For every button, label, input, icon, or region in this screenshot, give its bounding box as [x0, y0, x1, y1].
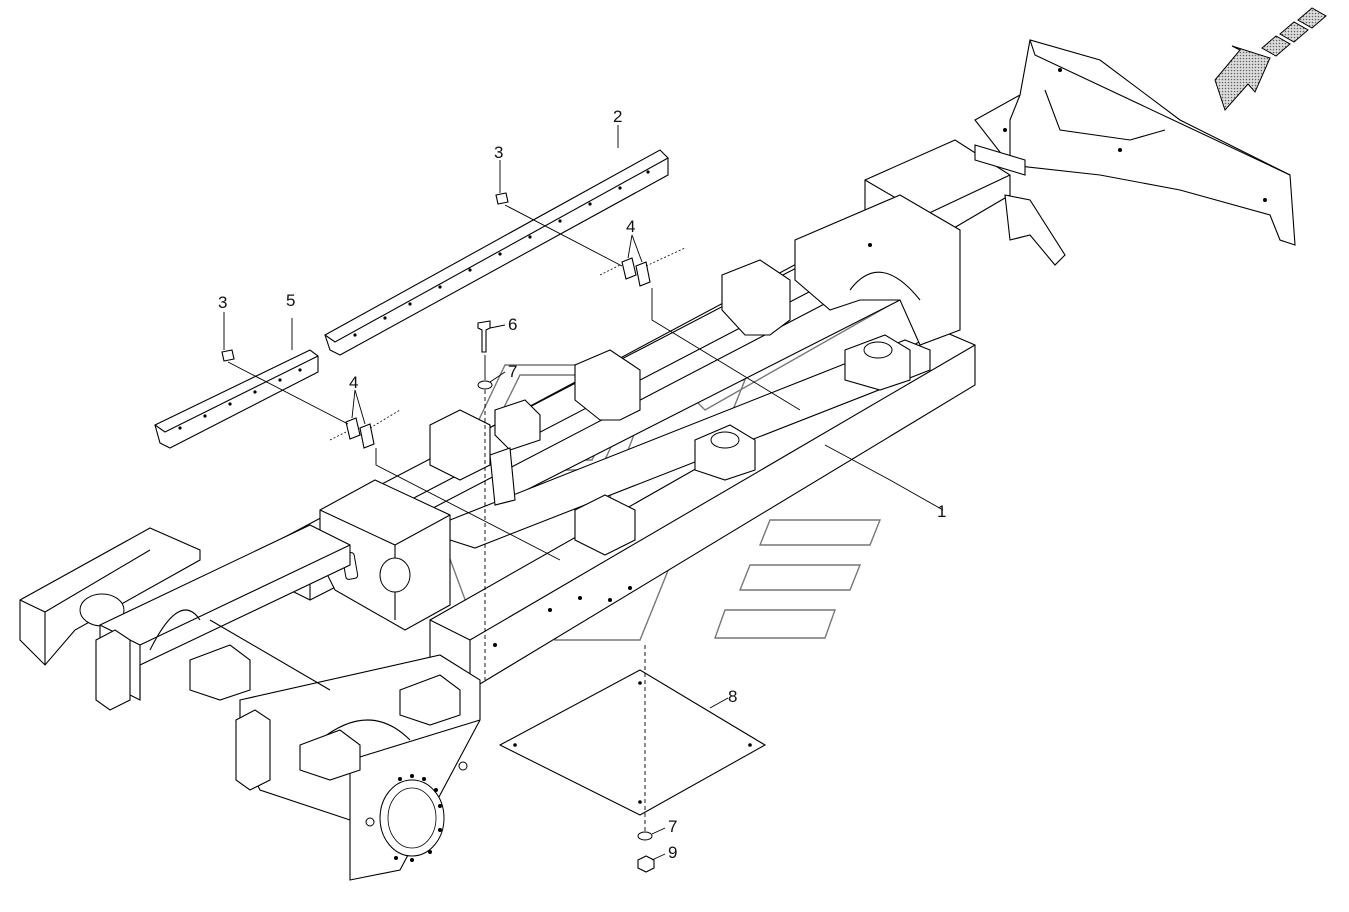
callout-6: 6	[508, 315, 517, 334]
main-frame	[19, 39, 1296, 881]
callout-7: 7	[668, 817, 677, 836]
angle-rail-short	[154, 349, 319, 449]
callout-9: 9	[668, 843, 677, 862]
callout-2: 2	[613, 107, 622, 126]
callout-4: 4	[349, 373, 358, 392]
arrow-down-left-icon	[1214, 7, 1327, 111]
callout-3: 3	[218, 293, 227, 312]
callout-4: 4	[626, 217, 635, 236]
callout-1: 1	[937, 502, 946, 521]
angle-rail-long	[324, 149, 669, 356]
callout-8: 8	[728, 687, 737, 706]
hardware	[221, 192, 686, 873]
callout-7: 7	[508, 362, 517, 381]
callout-labels: 1 2 3 3 4 4 5 6 7 7 8 9	[218, 107, 946, 862]
callout-5: 5	[286, 291, 295, 310]
leader-lines	[223, 125, 944, 861]
cover-plate	[498, 669, 767, 816]
callout-3: 3	[494, 143, 503, 162]
